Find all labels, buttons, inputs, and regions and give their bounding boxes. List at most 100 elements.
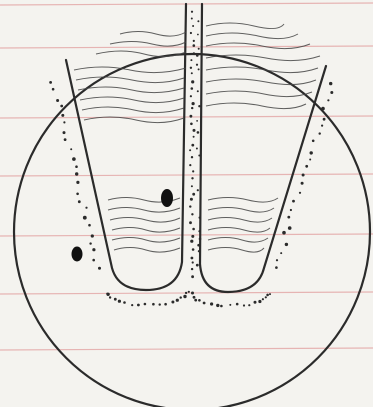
- stipple-dot: [189, 221, 192, 224]
- stipple-dot: [266, 294, 269, 297]
- stipple-dot: [262, 298, 264, 300]
- stipple-dot: [52, 88, 55, 91]
- stipple-dot: [192, 248, 195, 251]
- stipple-dot: [118, 300, 121, 303]
- stipple-dot: [275, 266, 278, 269]
- stipple-dot: [229, 304, 231, 306]
- stipple-dot: [75, 165, 78, 168]
- stipple-dot: [198, 48, 200, 50]
- stipple-dot: [63, 121, 65, 123]
- stipple-dot: [191, 80, 194, 83]
- stipple-dot: [287, 216, 290, 219]
- stipple-dot: [183, 295, 186, 298]
- dark-spot: [72, 247, 83, 262]
- stipple-dot: [310, 151, 313, 154]
- stipple-dot: [189, 164, 191, 166]
- stipple-dot: [203, 302, 206, 305]
- stipple-dot: [302, 174, 305, 177]
- stipple-dot: [114, 298, 117, 301]
- stipple-dot: [194, 299, 197, 302]
- stipple-dot: [189, 205, 191, 207]
- stipple-dot: [197, 20, 199, 22]
- stipple-dot: [198, 250, 200, 252]
- stipple-dot: [76, 181, 79, 184]
- stipple-dot: [288, 226, 292, 230]
- stipple-dot: [196, 64, 198, 66]
- stipple-dot: [192, 102, 195, 105]
- stipple-dot: [98, 267, 101, 270]
- stipple-dot: [196, 54, 199, 57]
- stipple-dot: [191, 72, 193, 74]
- stipple-dot: [63, 131, 66, 134]
- stipple-dot: [198, 299, 201, 302]
- stipple-dot: [192, 261, 194, 263]
- stipple-dot: [190, 240, 193, 243]
- stipple-dot: [193, 296, 196, 299]
- stipple-dot: [192, 170, 194, 172]
- stipple-dot: [185, 292, 187, 294]
- stipple-dot: [197, 244, 200, 247]
- stipple-dot: [61, 114, 64, 117]
- stipple-dot: [192, 193, 195, 196]
- stipple-dot: [191, 87, 194, 90]
- stipple-dot: [327, 99, 329, 101]
- stipple-dot: [299, 192, 301, 194]
- stipple-dot: [76, 193, 79, 196]
- stipple-dot: [193, 52, 195, 54]
- stipple-dot: [198, 68, 200, 70]
- stipple-dot: [198, 155, 200, 157]
- stipple-dot: [292, 200, 295, 203]
- stipple-dot: [321, 107, 325, 111]
- stipple-dot: [190, 123, 193, 126]
- wavy-hatching-lower: [108, 198, 278, 253]
- stipple-dot: [190, 32, 192, 34]
- stipple-dot: [131, 304, 133, 306]
- stipple-dot: [64, 138, 67, 141]
- stipple-dot: [89, 242, 91, 244]
- stipple-dot: [254, 301, 257, 304]
- stipple-dot: [329, 82, 332, 85]
- stipple-dot: [193, 136, 195, 138]
- stipple-dot: [248, 304, 250, 306]
- stipple-dot: [196, 120, 198, 122]
- stipple-dot: [144, 303, 147, 306]
- stipple-dot: [199, 238, 202, 241]
- stipple-dot: [280, 252, 282, 254]
- stippled-outline: [49, 11, 333, 308]
- stipple-dot: [191, 107, 193, 109]
- stipple-dot: [191, 235, 194, 238]
- stipple-dot: [243, 304, 245, 306]
- stipple-dot: [265, 296, 267, 298]
- stipple-dot: [56, 99, 59, 102]
- stipple-dot: [192, 25, 194, 27]
- stipple-dot: [191, 177, 193, 179]
- stipple-dot: [49, 81, 52, 84]
- stipple-dot: [282, 231, 286, 235]
- stipple-dot: [137, 304, 140, 307]
- stipple-dot: [198, 105, 200, 107]
- stipple-dot: [193, 129, 196, 132]
- stipple-dot: [75, 172, 78, 175]
- stipple-dot: [106, 293, 108, 295]
- stipple-dot: [191, 268, 193, 270]
- stipple-dot: [236, 303, 239, 306]
- stipple-dot: [188, 291, 190, 293]
- stipple-dot: [191, 257, 194, 260]
- stipple-dot: [216, 304, 219, 307]
- stipple-dot: [176, 299, 179, 302]
- stipple-dot: [171, 301, 174, 304]
- stipple-dot: [321, 125, 323, 127]
- stipple-dot: [199, 217, 201, 219]
- stipple-dot: [330, 91, 333, 94]
- stipple-dot: [191, 213, 193, 215]
- stipple-dot: [319, 132, 321, 134]
- stipple-dot: [301, 182, 304, 185]
- stipple-dot: [191, 11, 193, 13]
- dark-spot: [161, 189, 173, 207]
- stipple-dot: [258, 300, 261, 303]
- stipple-dot: [305, 165, 308, 168]
- stipple-dot: [189, 149, 191, 151]
- stipple-dot: [190, 67, 192, 69]
- stipple-dot: [180, 296, 182, 298]
